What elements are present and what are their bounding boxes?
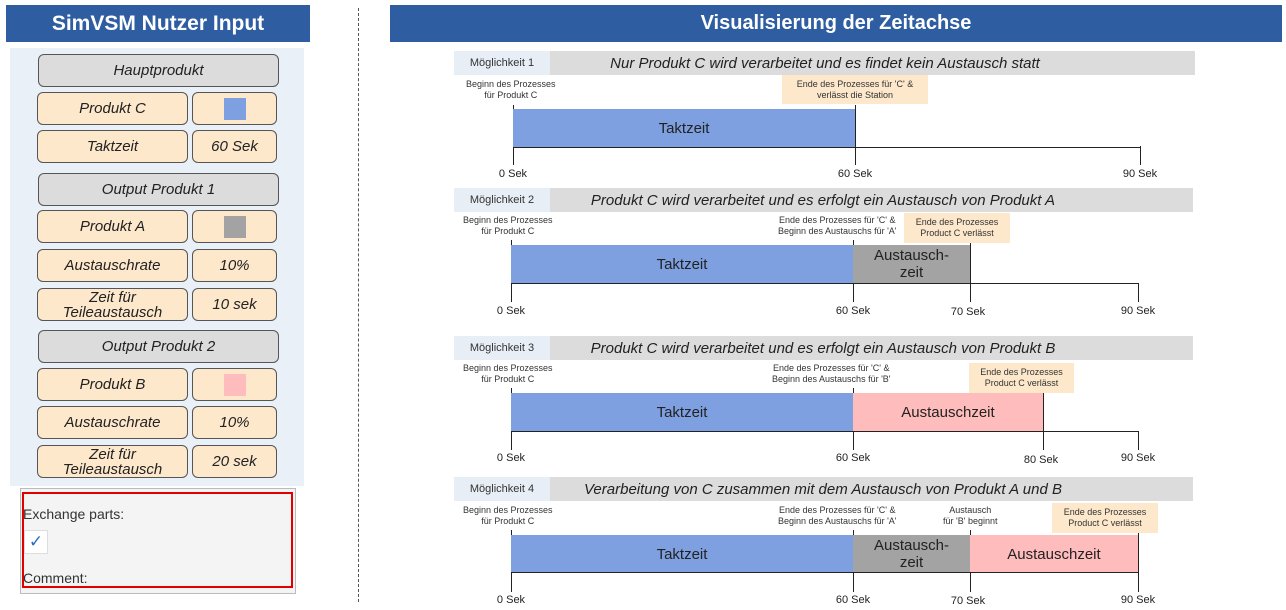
taktzeit-label: Taktzeit [37, 130, 188, 163]
option-3-tag: Möglichkeit 3 [454, 336, 550, 360]
option-4-bar-austauschzeit-a: Austausch- zeit [853, 535, 970, 573]
produkt-a-field[interactable]: Produkt A [37, 210, 188, 243]
option-4-tag: Möglichkeit 4 [454, 477, 550, 501]
option-4-label-0: 0 Sek [496, 594, 526, 606]
option-1-label-60: 60 Sek [837, 168, 873, 180]
option-2-note-mid: Ende des Prozesses für 'C' & Beginn des … [778, 215, 897, 236]
produkt-c-color-swatch [223, 97, 246, 120]
option-3-axis [511, 431, 1138, 432]
output-2-header: Output Produkt 2 [38, 330, 279, 363]
option-1-bar-taktzeit: Taktzeit [513, 109, 855, 147]
option-3-bar-austauschzeit: Austauschzeit [853, 393, 1043, 431]
option-2-bar-austauschzeit: Austausch- zeit [853, 245, 970, 283]
produkt-b-color-field[interactable] [192, 368, 277, 401]
option-2-label-70: 70 Sek [950, 306, 986, 318]
option-3-note-end: Ende des Prozesses Product C verlässt [969, 363, 1074, 393]
produkt-c-field[interactable]: Produkt C [37, 92, 188, 125]
option-2-tag: Möglichkeit 2 [454, 188, 550, 212]
option-2-label-60: 60 Sek [835, 305, 871, 317]
option-3-bar-taktzeit: Taktzeit [511, 393, 853, 431]
option-1-bar [454, 51, 1195, 75]
highlight-frame [22, 492, 293, 588]
option-1-label-0: 0 Sek [498, 168, 528, 180]
option-3-note-start: Beginn des Prozesses für Produkt C [463, 363, 553, 384]
exchange-parts-panel [20, 488, 296, 594]
austauschrate-1-value[interactable]: 10% [192, 249, 277, 282]
austauschrate-2-label: Austauschrate [37, 406, 188, 439]
option-1-note-end: Ende des Prozesses für 'C' & verlässt di… [782, 75, 928, 104]
option-4-note-mid: Ende des Prozesses für 'C' & Beginn des … [778, 505, 897, 526]
left-panel-title: SimVSM Nutzer Input [6, 5, 310, 42]
zeit-teileaustausch-1-label: Zeit für Teileaustausch [37, 288, 188, 321]
produkt-c-color-field[interactable] [192, 92, 277, 125]
option-3-tick-80 [1043, 393, 1044, 450]
zeit-teileaustausch-2-label: Zeit für Teileaustausch [37, 445, 188, 478]
option-2-tick-70 [970, 243, 971, 302]
option-4-bar-taktzeit: Taktzeit [511, 535, 853, 573]
option-2-label-0: 0 Sek [496, 305, 526, 317]
option-1-label-90: 90 Sek [1122, 168, 1158, 180]
zeit-teileaustausch-2-value[interactable]: 20 sek [192, 445, 277, 478]
option-2-bar [454, 188, 1193, 212]
hauptprodukt-header: Hauptprodukt [38, 54, 279, 87]
exchange-parts-label: Exchange parts: [23, 506, 125, 522]
option-4-note-end: Ende des Prozesses Product C verlässt [1052, 503, 1158, 533]
taktzeit-value[interactable]: 60 Sek [192, 130, 277, 163]
option-1-tick-90 [1140, 146, 1141, 165]
option-1-tick-60 [855, 105, 856, 165]
panel-divider [358, 8, 359, 602]
option-1-title: Nur Produkt C wird verarbeitet und es fi… [610, 54, 1040, 72]
produkt-a-color-swatch [223, 215, 246, 238]
comment-label: Comment: [23, 570, 88, 586]
austauschrate-1-label: Austauschrate [37, 249, 188, 282]
option-4-title: Verarbeitung von C zusammen mit dem Aust… [583, 480, 1062, 498]
exchange-parts-checkbox[interactable]: ✓ [24, 530, 48, 554]
produkt-b-field[interactable]: Produkt B [37, 368, 188, 401]
option-4-label-70: 70 Sek [950, 595, 986, 607]
option-4-note-mid2: Austausch für 'B' beginnt [943, 505, 998, 526]
option-2-axis [511, 283, 1138, 284]
output-1-header: Output Produkt 1 [38, 173, 279, 206]
austauschrate-2-value[interactable]: 10% [192, 406, 277, 439]
option-4-label-90: 90 Sek [1120, 594, 1156, 606]
option-1-note-start: Beginn des Prozesses für Produkt C [466, 79, 556, 100]
option-4-axis [511, 572, 1138, 573]
zeit-teileaustausch-1-value[interactable]: 10 sek [192, 288, 277, 321]
checkmark-icon: ✓ [28, 532, 44, 551]
option-3-title: Produkt C wird verarbeitet und es erfolg… [590, 339, 1056, 357]
option-2-tick-90 [1138, 283, 1139, 302]
option-3-note-mid: Ende des Prozesses für 'C' & Beginn des … [772, 363, 891, 384]
right-panel-title: Visualisierung der Zeitachse [390, 5, 1282, 42]
option-1-tag: Möglichkeit 1 [454, 51, 550, 75]
option-4-tick-90 [1138, 533, 1139, 592]
option-2-bar-taktzeit: Taktzeit [511, 245, 853, 283]
option-3-bar [454, 336, 1193, 360]
produkt-b-color-swatch [223, 373, 246, 396]
option-3-label-90: 90 Sek [1120, 452, 1156, 464]
option-4-note-start: Beginn des Prozesses für Produkt C [463, 505, 553, 526]
option-3-label-60: 60 Sek [835, 452, 871, 464]
option-3-label-80: 80 Sek [1023, 454, 1059, 466]
option-1-axis [513, 147, 1140, 148]
option-2-note-start: Beginn des Prozesses für Produkt C [463, 215, 553, 236]
option-2-note-end: Ende des Prozesses Product C verlässt [904, 213, 1010, 243]
option-4-label-60: 60 Sek [835, 594, 871, 606]
option-2-title: Produkt C wird verarbeitet und es erfolg… [590, 191, 1056, 209]
produkt-a-color-field[interactable] [192, 210, 277, 243]
option-2-label-90: 90 Sek [1120, 305, 1156, 317]
option-4-bar-austauschzeit-b: Austauschzeit [970, 535, 1138, 573]
option-4-bar [454, 477, 1193, 501]
option-3-label-0: 0 Sek [496, 452, 526, 464]
option-3-tick-90 [1138, 431, 1139, 450]
